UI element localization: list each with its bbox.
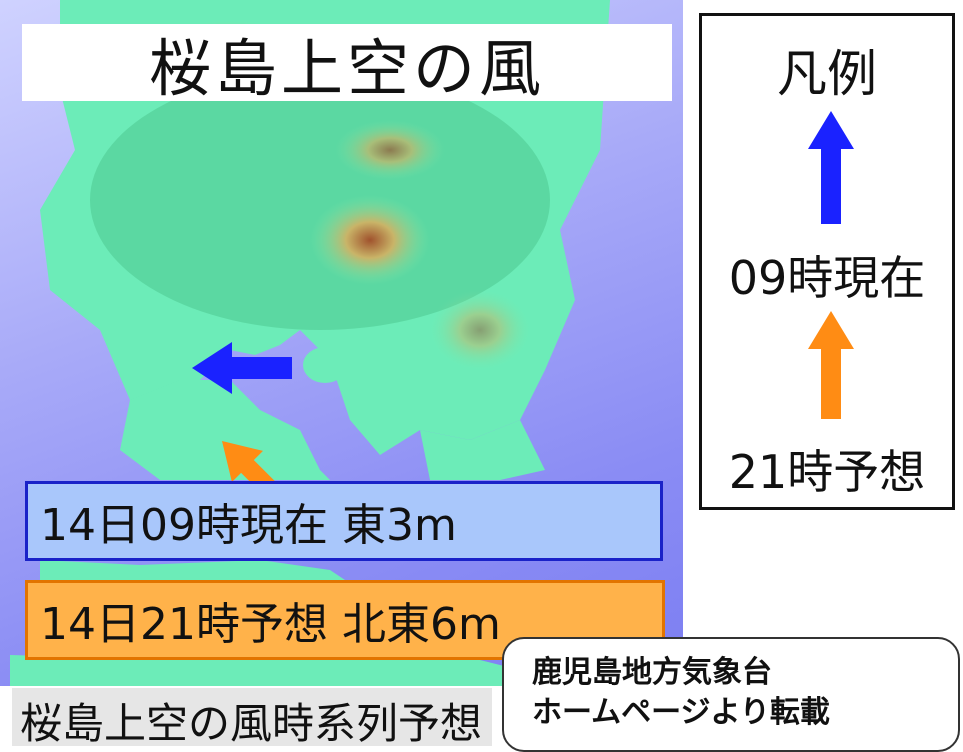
current-wind-label: 14日09時現在 東3m xyxy=(25,481,663,561)
legend-current-arrow-icon xyxy=(808,111,854,224)
series-forecast-link[interactable]: 桜島上空の風時系列予想 xyxy=(12,688,493,748)
legend-forecast-arrow-icon xyxy=(808,311,854,419)
credit-line-2: ホームページより転載 xyxy=(532,695,830,730)
legend-title: 凡例 xyxy=(777,45,877,103)
elevation-mountain-4 xyxy=(430,290,530,370)
legend-current-label: 09時現在 xyxy=(728,251,926,305)
land-south xyxy=(40,560,345,580)
sakurajima-island xyxy=(303,347,347,383)
legend-forecast-label: 21時予想 xyxy=(728,445,926,499)
elevation-mountain-1 xyxy=(310,195,430,285)
weather-map: 桜島上空の風 14日09時現在 東3m 14日21時予想 北東6m xyxy=(0,0,683,686)
credit-box: 鹿児島地方気象台 ホームページより転載 xyxy=(502,637,960,752)
legend-panel: 凡例 09時現在 21時予想 xyxy=(699,13,955,510)
credit-line-1: 鹿児島地方気象台 xyxy=(532,655,772,690)
forecast-wind-label: 14日21時予想 北東6m xyxy=(25,580,665,660)
current-wind-arrow xyxy=(192,342,292,394)
map-title: 桜島上空の風 xyxy=(22,24,672,105)
elevation-mountain-2 xyxy=(335,120,445,180)
land-osumi xyxy=(420,420,545,480)
land-peninsula xyxy=(120,380,330,480)
terrain-map xyxy=(10,0,610,686)
